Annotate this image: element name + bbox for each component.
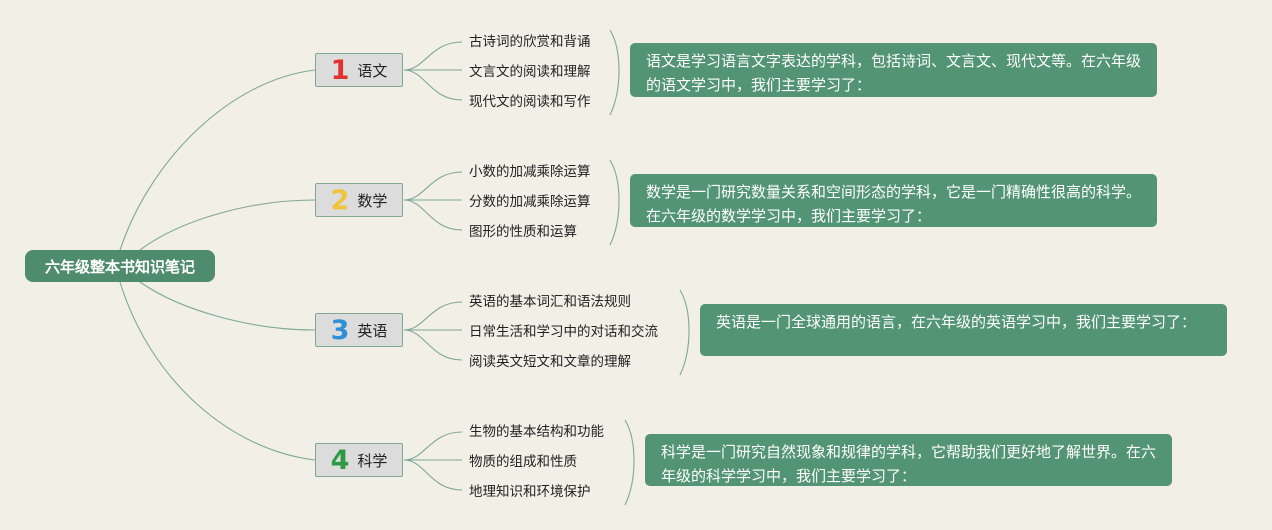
bracket [679,289,690,376]
topic-item[interactable]: 分数的加减乘除运算 [469,194,591,210]
root-label: 六年级整本书知识笔记 [44,257,195,276]
root-link [139,199,316,251]
number-3-icon: 3 [330,314,350,346]
topic-item[interactable]: 古诗词的欣赏和背诵 [469,34,591,50]
number-4-icon: 4 [330,444,350,476]
subject-science[interactable]: 4 科学 [315,443,403,477]
subject-label: 数学 [357,191,388,210]
subject-math[interactable]: 2 数学 [315,183,403,217]
topic-item[interactable]: 图形的性质和运算 [469,224,577,240]
topic-item[interactable]: 地理知识和环境保护 [469,484,591,500]
root-link [139,281,316,331]
topic-link [403,171,463,201]
topic-link [403,329,463,361]
topic-link [403,199,463,231]
subject-english[interactable]: 3 英语 [315,313,403,347]
topic-item[interactable]: 阅读英文短文和文章的理解 [469,354,631,370]
root-link [119,69,316,251]
root-topic[interactable]: 六年级整本书知识笔记 [25,250,215,282]
bracket [609,29,620,116]
subject-label: 科学 [357,451,388,470]
root-link [119,281,316,461]
subject-description[interactable]: 科学是一门研究自然现象和规律的学科，它帮助我们更好地了解世界。在六年级的科学学习… [645,434,1172,486]
topic-item[interactable]: 文言文的阅读和理解 [469,64,591,80]
number-2-icon: 2 [330,184,350,216]
number-1-icon: 1 [330,54,350,86]
subject-chinese[interactable]: 1 语文 [315,53,403,87]
subject-description[interactable]: 英语是一门全球通用的语言，在六年级的英语学习中，我们主要学习了： [700,304,1227,356]
topic-item[interactable]: 现代文的阅读和写作 [469,94,591,110]
subject-label: 语文 [357,61,388,80]
topic-item[interactable]: 生物的基本结构和功能 [469,424,604,440]
subject-description[interactable]: 语文是学习语言文字表达的学科，包括诗词、文言文、现代文等。在六年级的语文学习中，… [630,43,1157,97]
topic-item[interactable]: 小数的加减乘除运算 [469,164,591,180]
topic-item[interactable]: 日常生活和学习中的对话和交流 [469,324,658,340]
topic-link [403,431,463,461]
topic-link [403,41,463,71]
subject-description[interactable]: 数学是一门研究数量关系和空间形态的学科，它是一门精确性很高的科学。在六年级的数学… [630,174,1157,227]
topic-item[interactable]: 英语的基本词汇和语法规则 [469,294,631,310]
bracket [609,159,620,246]
subject-label: 英语 [357,321,388,340]
topic-link [403,459,463,491]
topic-link [403,301,463,331]
topic-item[interactable]: 物质的组成和性质 [469,454,577,470]
bracket [624,419,635,506]
topic-link [403,69,463,101]
